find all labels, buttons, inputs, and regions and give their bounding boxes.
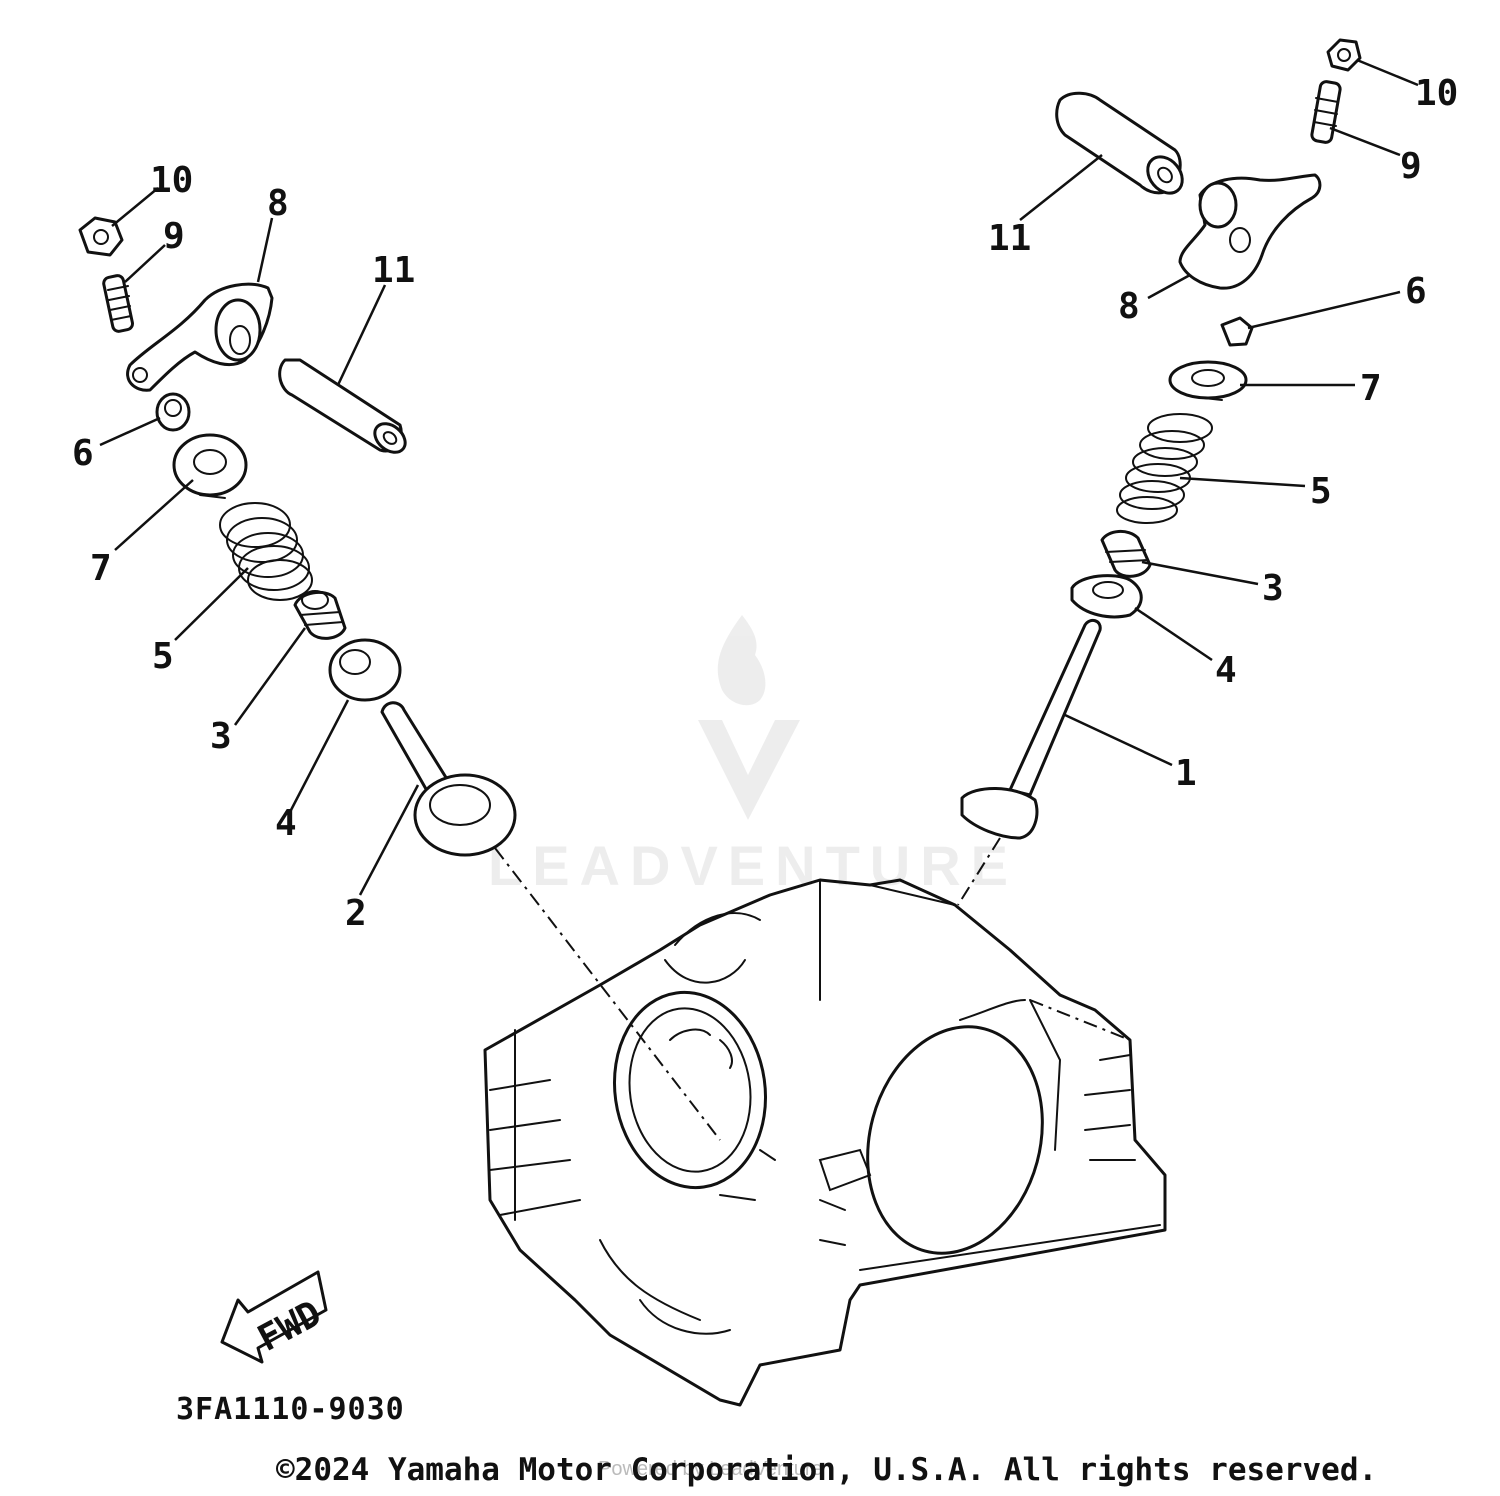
right-nut-10	[1326, 38, 1362, 72]
left-valve-assembly	[78, 216, 517, 857]
forward-arrow: FWD	[220, 1270, 328, 1364]
right-rocker-arm-8	[1178, 173, 1322, 290]
callout-left-4: 4	[275, 803, 297, 844]
left-spring-seat-4	[328, 638, 402, 702]
callout-right-5: 5	[1310, 471, 1332, 512]
left-adjust-screw-9	[102, 274, 134, 333]
callout-left-8: 8	[267, 183, 289, 224]
right-valve-cap-6	[1220, 316, 1254, 347]
right-adjust-screw-9	[1310, 80, 1342, 144]
callout-right-10: 10	[1415, 73, 1458, 114]
guide-line-left	[494, 847, 721, 1141]
callout-right-8: 8	[1118, 286, 1140, 327]
copyright-notice: ©2024 Yamaha Motor Corporation, U.S.A. A…	[276, 1452, 1378, 1488]
right-valve-spring-5	[1116, 413, 1213, 524]
callout-right-3: 3	[1262, 568, 1284, 609]
callout-right-11: 11	[988, 218, 1031, 259]
powered-by-text: Powered by LeadVenture	[598, 1458, 823, 1480]
right-valve-assembly	[960, 38, 1362, 840]
callout-left-6: 6	[72, 433, 94, 474]
part-code: 3FA1110-9030	[176, 1392, 405, 1427]
callout-right-1: 1	[1175, 753, 1197, 794]
watermark-text: LEADVENTURE	[488, 834, 1018, 897]
leader-lines	[99, 58, 1419, 896]
callout-left-9: 9	[163, 216, 185, 257]
right-spring-seat-4	[1070, 574, 1143, 619]
callout-right-7: 7	[1360, 368, 1382, 409]
left-nut-10	[78, 216, 124, 257]
right-rocker-shaft-11	[1055, 91, 1184, 195]
callout-left-10: 10	[150, 160, 193, 201]
guide-line-right	[957, 837, 1001, 906]
callout-right-9: 9	[1400, 146, 1422, 187]
guide-line-head	[1029, 999, 1131, 1041]
callout-left-3: 3	[210, 716, 232, 757]
left-rocker-shaft-11	[278, 358, 407, 454]
cylinder-head	[483, 878, 1167, 1407]
callout-left-5: 5	[152, 636, 174, 677]
callout-right-6: 6	[1405, 271, 1427, 312]
left-valve-cap-6	[155, 392, 191, 432]
left-valve-2	[380, 701, 517, 857]
callout-left-2: 2	[345, 893, 367, 934]
leadventure-watermark: LEADVENTURE	[488, 615, 1018, 897]
callout-left-7: 7	[90, 548, 112, 589]
callout-left-11: 11	[372, 250, 415, 291]
left-valve-spring-5	[219, 502, 313, 601]
left-rocker-arm-8	[126, 282, 274, 392]
right-spring-retainer-7	[1168, 360, 1248, 401]
callout-right-4: 4	[1215, 650, 1237, 691]
left-stem-seal-3	[293, 590, 347, 640]
right-valve-1	[960, 618, 1102, 840]
right-stem-seal-3	[1100, 530, 1152, 578]
